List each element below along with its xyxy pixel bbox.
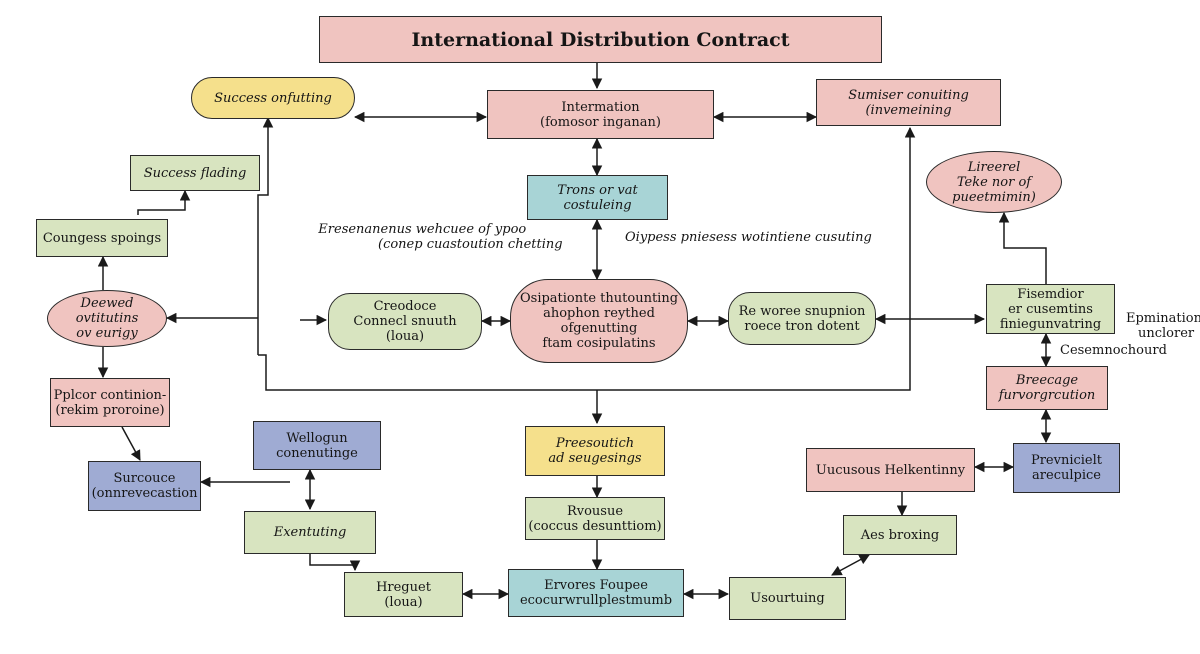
connector <box>258 126 916 391</box>
node-text: Fisemdior <box>1017 286 1084 302</box>
node-text: Success flading <box>143 165 247 181</box>
connector <box>121 426 141 461</box>
node-text: conenutinge <box>276 445 358 461</box>
node-text: Ervores Foupee <box>544 578 648 593</box>
node-text: Trons or vat <box>557 182 638 198</box>
node-text: Aes broxing <box>860 527 940 543</box>
node-exentuting[interactable]: Exentuting <box>244 511 376 554</box>
node-osipationte[interactable]: Osipationte thutounting ahophon reythed … <box>510 279 688 363</box>
diagram-title-text: International Distribution Contract <box>411 28 790 51</box>
node-text: ovtitutins <box>75 311 139 326</box>
node-success-outputting[interactable]: Success onfutting <box>191 77 355 119</box>
node-text: ofgenutting <box>560 321 638 336</box>
node-text: Surcouce <box>113 471 176 486</box>
node-welloguen[interactable]: Wellogun conenutinge <box>253 421 381 470</box>
connector <box>257 116 274 355</box>
node-fisemdior[interactable]: Fisemdior er cusemtins finiegunvatring <box>986 284 1115 334</box>
node-breecage[interactable]: Breecage furvorgrcution <box>986 366 1108 410</box>
annotation-text: Eresenanenus wehcuee of ypoo <box>318 222 527 237</box>
node-intermation[interactable]: Intermation (fomosor inganan) <box>487 90 714 139</box>
node-text: Creodoce <box>373 299 437 314</box>
node-text: Success onfutting <box>214 90 332 106</box>
connector <box>831 554 870 576</box>
node-aes-broxing[interactable]: Aes broxing <box>843 515 957 555</box>
node-text: (loua) <box>384 594 423 610</box>
node-deewed[interactable]: Deewed ovtitutins ov eurigy <box>47 290 167 347</box>
annotation-left-note: Eresenanenus wehcuee of ypoo (conep cuas… <box>282 222 563 252</box>
node-text: ahophon reythed <box>543 306 655 321</box>
node-text: ftam cosipulatins <box>542 336 656 351</box>
node-text: ecocurwrullplestmumb <box>519 593 673 608</box>
node-text: Lireerel <box>967 159 1021 175</box>
node-sumiser-consulting[interactable]: Sumiser conuiting (invemeining <box>816 79 1001 126</box>
node-text: Deewed <box>80 296 134 311</box>
node-text: er cusemtins <box>1008 301 1093 317</box>
node-text: roece tron dotent <box>744 318 860 334</box>
node-text: Prevnicielt <box>1030 453 1103 468</box>
node-hrequet[interactable]: Hreguet (loua) <box>344 572 463 617</box>
node-text: pueetmimin) <box>952 189 1036 205</box>
node-usourtuing[interactable]: Usourtuing <box>729 577 846 620</box>
annotation-right-note-2: unclorer <box>1138 326 1194 341</box>
node-text: Breecage <box>1015 373 1079 388</box>
node-coungess-spoings[interactable]: Coungess spoings <box>36 219 168 257</box>
connector <box>998 211 1047 284</box>
node-surcouce[interactable]: Surcouce (onnrevecastion <box>88 461 201 511</box>
node-success-flading[interactable]: Success flading <box>130 155 260 191</box>
node-text: ov eurigy <box>76 326 138 341</box>
node-creodoce[interactable]: Creodoce Connecl snuuth (loua) <box>328 293 482 350</box>
node-trons-vat[interactable]: Trons or vat costuleing <box>527 175 668 220</box>
diagram-title: International Distribution Contract <box>319 16 882 63</box>
node-text: Uucusous Helkentinny <box>815 462 966 478</box>
annotation-text: Cesemnochourd <box>1060 343 1167 358</box>
node-text: Wellogun <box>286 430 348 446</box>
node-text: finiegunvatring <box>999 316 1102 332</box>
connector <box>137 189 191 215</box>
node-text: Teke nor of <box>956 174 1032 190</box>
annotation-text: Epmination <box>1126 311 1200 326</box>
annotation-right-note-3: Cesemnochourd <box>1060 343 1167 358</box>
node-text: furvorgrcution <box>998 388 1096 403</box>
node-text: Preesoutich <box>555 436 635 451</box>
node-text: Rvousue <box>566 503 624 519</box>
node-text: areculpice <box>1032 468 1101 483</box>
node-text: ad seugesings <box>548 451 642 466</box>
node-plicor[interactable]: Pplcor continion- (rekim proroine) <box>50 378 170 427</box>
node-text: Sumiser conuiting <box>848 87 969 103</box>
node-text: Connecl snuuth <box>353 314 457 329</box>
annotation-text: Oiypess pniesess wotintiene cusuting <box>625 230 872 245</box>
node-text: Intermation <box>561 99 640 115</box>
node-text: Pplcor continion- <box>53 387 167 403</box>
node-text: (fomosor inganan) <box>540 114 661 130</box>
node-prevnicielt[interactable]: Prevnicielt areculpice <box>1013 443 1120 493</box>
node-preesoutich[interactable]: Preesoutich ad seugesings <box>525 426 665 476</box>
node-text: (coccus desunttiom) <box>528 518 662 534</box>
node-text: (onnrevecastion <box>91 486 198 501</box>
annotation-text: unclorer <box>1138 326 1195 341</box>
connector <box>309 554 361 572</box>
annotation-text: (conep cuastoution chetting <box>378 237 563 252</box>
node-text: Re woree snupnion <box>738 303 866 319</box>
node-rvousue[interactable]: Rvousue (coccus desunttiom) <box>525 497 665 540</box>
node-text: Hreguet <box>376 579 431 595</box>
node-uucusous[interactable]: Uucusous Helkentinny <box>806 448 975 492</box>
node-text: costuleing <box>563 197 632 213</box>
node-ervores[interactable]: Ervores Foupee ecocurwrullplestmumb <box>508 569 684 617</box>
node-text: (loua) <box>385 329 425 344</box>
annotation-right-note-1: Epmination <box>1126 311 1200 326</box>
node-text: Osipationte thutounting <box>519 291 679 306</box>
node-text: Usourtuing <box>750 591 825 606</box>
node-lireerel[interactable]: Lireerel Teke nor of pueetmimin) <box>926 151 1062 213</box>
node-text: (invemeining <box>865 102 952 118</box>
node-text: (rekim proroine) <box>55 402 165 418</box>
node-re-woree[interactable]: Re woree snupnion roece tron dotent <box>728 292 876 345</box>
node-text: Coungess spoings <box>42 230 162 246</box>
node-text: Exentuting <box>273 525 347 540</box>
annotation-center-note: Oiypess pniesess wotintiene cusuting <box>625 230 872 245</box>
